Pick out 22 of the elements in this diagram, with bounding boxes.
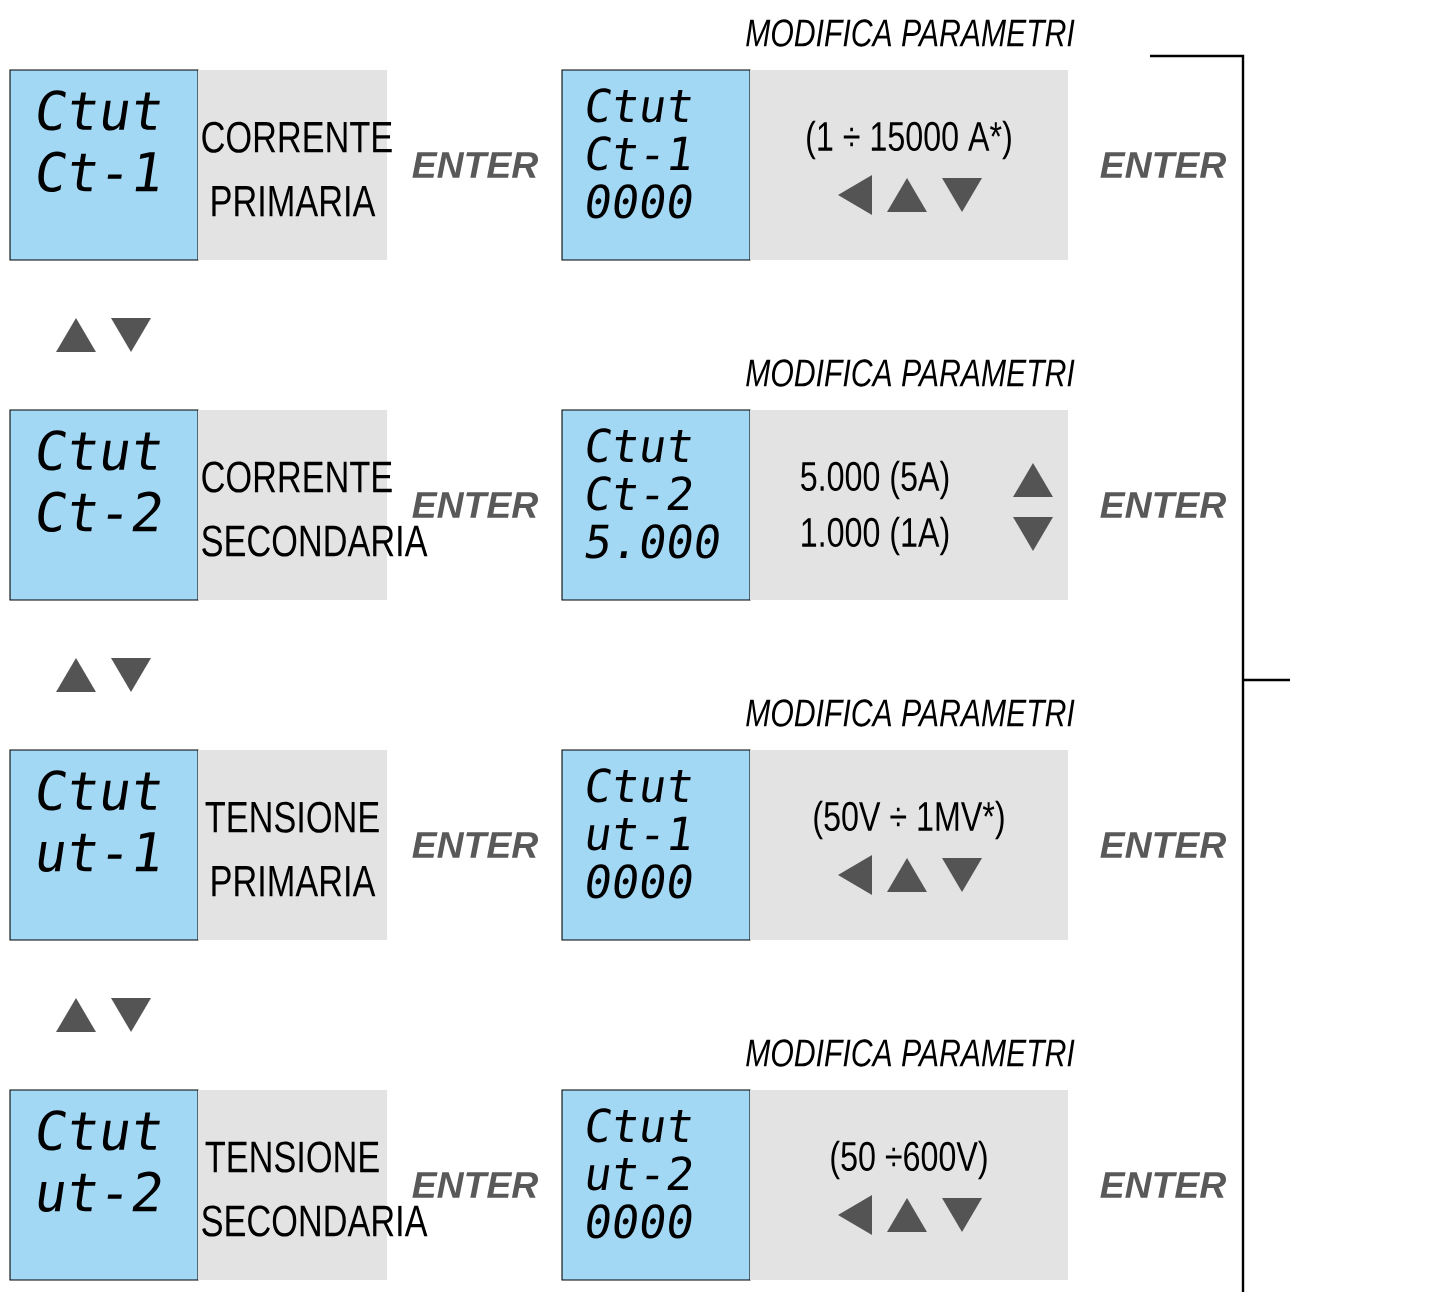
heading: MODIFICA PARAMETRI xyxy=(746,699,1075,727)
lcd-display: Ctut Ct-2 xyxy=(9,409,199,601)
label-panel: TENSIONE PRIMARIA xyxy=(197,750,388,940)
label-panel: CORRENTE PRIMARIA xyxy=(197,70,392,260)
heading: MODIFICA PARAMETRI xyxy=(746,359,1075,387)
enter-label: ENTER xyxy=(412,1172,538,1198)
lcd-display: Ctut Ct-1 0000 xyxy=(561,69,751,261)
heading: MODIFICA PARAMETRI xyxy=(746,19,1075,47)
lcd-display: Ctut ut-1 xyxy=(9,749,199,941)
enter-label: ENTER xyxy=(412,832,538,858)
lcd-display: Ctut Ct-1 xyxy=(9,69,199,261)
lcd-display: Ctut ut-2 xyxy=(9,1089,199,1281)
value-panel: 5.000 (5A) 1.000 (1A) xyxy=(750,410,1068,600)
enter-label: ENTER xyxy=(412,492,538,518)
value-panel: (50V ÷ 1MV*) xyxy=(750,750,1068,940)
lcd-display: Ctut ut-1 0000 xyxy=(561,749,751,941)
lcd-display: Ctut ut-2 0000 xyxy=(561,1089,751,1281)
heading: MODIFICA PARAMETRI xyxy=(746,1039,1075,1067)
value-panel: (1 ÷ 15000 A*) xyxy=(750,70,1068,260)
value-panel: (50 ÷600V) xyxy=(750,1090,1068,1280)
lcd-display: Ctut Ct-2 5.000 xyxy=(561,409,751,601)
enter-label: ENTER xyxy=(412,152,538,178)
